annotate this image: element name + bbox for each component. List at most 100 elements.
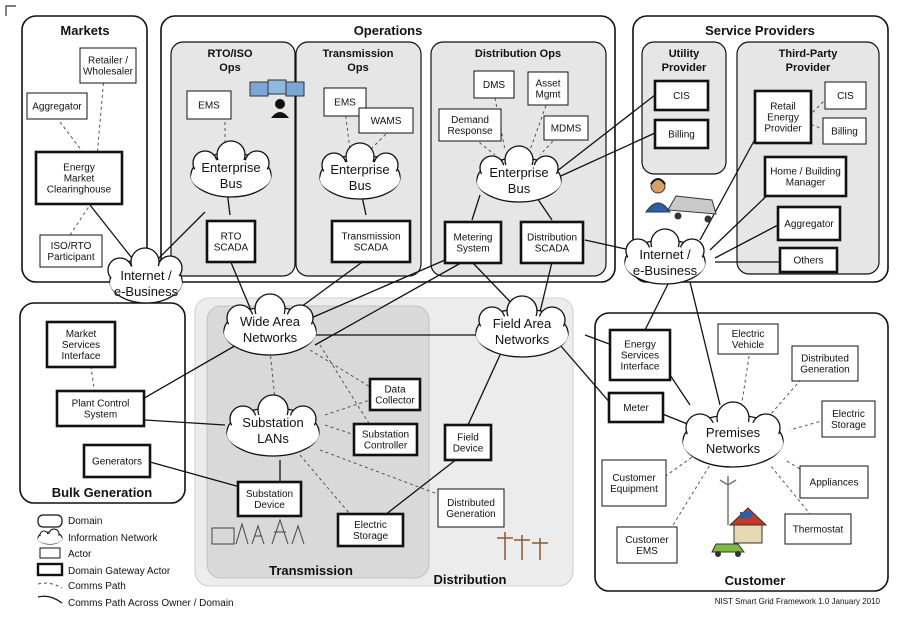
actor-label: Field xyxy=(457,433,479,444)
enterprise-bus-tx-label-1: Enterprise xyxy=(330,162,389,177)
actor-label: Storage xyxy=(353,531,388,542)
actor-label: EMS xyxy=(198,101,220,112)
actor-box xyxy=(776,205,842,242)
actor-box xyxy=(473,70,515,99)
enterprise-bus-tx-cloud[interactable]: Enterprise Bus xyxy=(319,142,401,200)
internet-right-cloud[interactable]: Internet / e-Business xyxy=(624,228,706,285)
actor-aggregator-sp[interactable]: Aggregator xyxy=(776,205,842,242)
actor-aggregator-mkt[interactable]: Aggregator xyxy=(26,92,88,120)
internet-left-label-2: e-Business xyxy=(114,284,179,299)
enterprise-bus-dist-cloud[interactable]: Enterprise Bus xyxy=(476,145,562,203)
actor-label: Aggregator xyxy=(784,219,834,230)
actor-label: Energy xyxy=(63,163,95,174)
premises-networks-cloud[interactable]: Premises Networks xyxy=(682,401,784,468)
actor-label: Equipment xyxy=(610,484,658,495)
actor-wams[interactable]: WAMS xyxy=(358,107,414,134)
legend-comms-path-label: Comms Path xyxy=(68,581,126,592)
actor-box xyxy=(519,220,585,265)
actor-label: Billing xyxy=(831,127,858,138)
actor-label: Others xyxy=(793,256,823,267)
actor-box xyxy=(443,220,503,265)
actor-mdms[interactable]: MDMS xyxy=(543,115,589,141)
tx-ops-title-2: Ops xyxy=(347,62,368,74)
actor-label: Energy xyxy=(767,113,799,124)
actor-label: Distributed xyxy=(801,354,849,365)
actor-billing-tp[interactable]: Billing xyxy=(822,117,867,145)
actor-label: Metering xyxy=(454,233,493,244)
actor-label: Meter xyxy=(623,403,649,414)
enterprise-bus-rto-cloud[interactable]: Enterprise Bus xyxy=(190,140,272,198)
actor-appliances[interactable]: Appliances xyxy=(799,465,869,499)
enterprise-bus-dist-label-1: Enterprise xyxy=(489,165,548,180)
actor-cis-utility[interactable]: CIS xyxy=(653,79,710,112)
enterprise-bus-tx-label-2: Bus xyxy=(349,178,372,193)
actor-generators[interactable]: Generators xyxy=(82,443,152,479)
distribution-title: Distribution xyxy=(434,572,507,587)
actor-label: Aggregator xyxy=(32,102,82,113)
bulk-generation-title: Bulk Generation xyxy=(52,485,152,500)
wide-area-networks-cloud[interactable]: Wide Area Networks xyxy=(223,293,317,356)
service-providers-title: Service Providers xyxy=(705,23,815,38)
actor-label: Customer xyxy=(625,535,669,546)
actor-ems-rto[interactable]: EMS xyxy=(186,90,232,120)
actor-label: Provider xyxy=(764,124,802,135)
substation-lans-cloud[interactable]: Substation LANs xyxy=(226,394,320,457)
actor-box xyxy=(358,107,414,134)
actor-label: Transmission xyxy=(341,232,400,243)
internet-left-cloud[interactable]: Internet / e-Business xyxy=(107,247,183,304)
actor-box xyxy=(34,150,124,206)
legend-comms-across-label: Comms Path Across Owner / Domain xyxy=(68,598,234,609)
actor-retailer[interactable]: Retailer /Wholesaler xyxy=(79,47,137,84)
actor-label: EMS xyxy=(636,546,658,557)
actor-cis-tp[interactable]: CIS xyxy=(824,81,867,110)
actor-label: Interface xyxy=(62,351,101,362)
actor-label: Controller xyxy=(364,441,408,452)
actor-box xyxy=(608,328,672,382)
field-area-networks-cloud[interactable]: Field Area Networks xyxy=(475,295,569,358)
customer-title: Customer xyxy=(725,573,786,588)
actor-billing-utility[interactable]: Billing xyxy=(653,118,710,150)
actor-box xyxy=(26,92,88,120)
actor-label: SCADA xyxy=(535,244,570,255)
actor-label: Collector xyxy=(375,396,415,407)
actor-label: DMS xyxy=(483,80,506,91)
third-party-title-2: Provider xyxy=(786,62,831,74)
actor-box xyxy=(330,219,412,264)
actor-box xyxy=(79,47,137,84)
actor-dms[interactable]: DMS xyxy=(473,70,515,99)
actor-box xyxy=(821,400,876,438)
actor-others[interactable]: Others xyxy=(778,246,839,274)
actor-label: MDMS xyxy=(551,124,582,135)
enterprise-bus-rto-label-1: Enterprise xyxy=(201,160,260,175)
actor-meter[interactable]: Meter xyxy=(607,391,665,424)
actor-thermostat[interactable]: Thermostat xyxy=(784,513,852,545)
legend-gateway-swatch xyxy=(36,562,64,577)
actor-label: Energy xyxy=(624,340,656,351)
actor-label: Services xyxy=(621,351,659,362)
actor-label: Mgmt xyxy=(536,90,561,101)
